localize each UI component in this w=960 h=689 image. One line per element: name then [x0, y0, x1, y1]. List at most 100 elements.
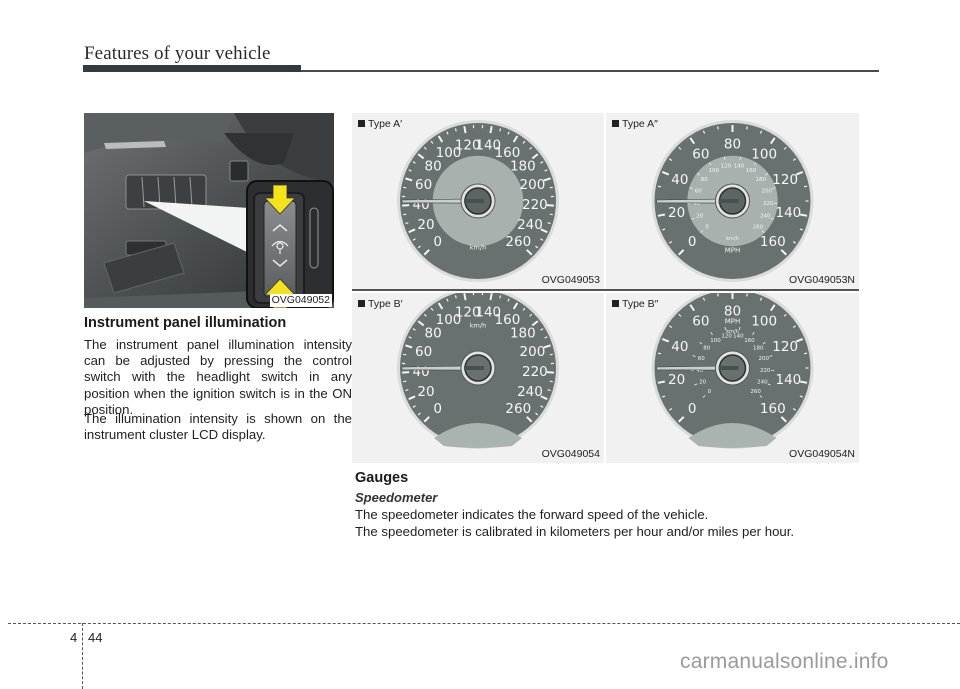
tick-label: 20 [668, 205, 685, 221]
tick-label: 140 [475, 138, 501, 154]
inner-tick [696, 173, 700, 176]
major-tick [540, 228, 548, 234]
minor-tick [547, 222, 551, 225]
minor-tick [547, 389, 551, 392]
tick-label: 180 [510, 326, 536, 342]
tick-label: 120 [455, 138, 481, 154]
tick-label: 160 [495, 145, 521, 161]
gauge-lcd-window [434, 423, 522, 448]
tick-label: 60 [692, 313, 709, 329]
tick-label: 20 [417, 217, 434, 233]
tick-label: 60 [415, 344, 432, 360]
tick-label: 240 [517, 217, 543, 233]
minor-tick [668, 241, 673, 244]
figure-code: OVG049053 [541, 274, 600, 286]
inner-tick [702, 395, 706, 398]
tick-label: 120 [772, 339, 798, 355]
chapter-number: 4 [70, 630, 78, 645]
tick-label: 120 [455, 305, 481, 321]
gauge-lcd-window [688, 423, 777, 448]
inner-tick [753, 162, 757, 166]
minor-tick [540, 161, 544, 164]
minor-tick [702, 297, 706, 301]
minor-tick [803, 185, 808, 188]
inner-tick-label: 260 [753, 224, 764, 230]
minor-tick [522, 140, 526, 144]
minor-tick [662, 228, 666, 231]
inner-unit-label: km/h [726, 329, 739, 335]
minor-tick [535, 245, 539, 249]
major-tick [463, 293, 467, 301]
major-tick [423, 416, 430, 423]
inner-tick [708, 162, 712, 166]
minor-tick [746, 126, 748, 130]
unit-label: MPH [725, 246, 741, 254]
tick-label: 160 [760, 401, 786, 417]
subheading-speedometer: Speedometer [355, 490, 438, 505]
tick-label: 100 [436, 145, 462, 161]
minor-tick [446, 131, 449, 135]
inner-tick [694, 383, 698, 386]
footer-divider [82, 623, 83, 689]
minor-tick [430, 307, 434, 311]
type-label: Type B′ [368, 298, 403, 310]
major-tick [437, 302, 444, 310]
tick-label: 260 [505, 234, 531, 250]
inner-tick-label: 240 [760, 214, 771, 220]
speedometer-text: The speedometer is calibrated in kilomet… [355, 524, 795, 539]
inner-tick [691, 217, 695, 220]
tick-label: 140 [475, 305, 501, 321]
panel-divider [352, 289, 859, 291]
tick-label: 0 [433, 401, 442, 417]
illumination-icon [271, 240, 289, 254]
tick-label: 240 [517, 384, 543, 400]
unit-label: km/h [470, 321, 486, 329]
inner-tick [692, 355, 696, 357]
inner-tick [770, 217, 774, 220]
tick-label: 0 [433, 234, 442, 250]
inner-tick [767, 383, 771, 386]
minor-tick [408, 169, 412, 172]
tick-label: 60 [692, 146, 709, 162]
tick-label: 0 [688, 401, 697, 417]
major-tick [657, 380, 666, 384]
tick-label: 160 [495, 312, 521, 328]
tick-label: 140 [776, 205, 802, 221]
major-tick [526, 416, 533, 423]
tick-label: 100 [436, 312, 462, 328]
tick-label: 20 [668, 372, 685, 388]
inner-tick-label: 100 [710, 338, 721, 344]
unit-label: km/h [470, 243, 486, 251]
major-tick [780, 416, 787, 423]
major-tick [795, 170, 804, 176]
major-tick [543, 177, 551, 182]
inner-tick-label: 20 [696, 214, 703, 220]
inner-tick-label: 60 [695, 188, 702, 194]
major-tick [526, 249, 533, 256]
minor-tick [544, 169, 548, 172]
minor-tick [430, 140, 434, 144]
major-tick [463, 126, 467, 134]
minor-tick [678, 146, 682, 150]
major-tick [423, 249, 430, 256]
major-tick [531, 153, 539, 160]
inner-tick-label: 180 [755, 177, 766, 183]
minor-tick [417, 245, 421, 249]
inner-tick-label: 40 [693, 201, 700, 207]
inner-tick [689, 187, 693, 189]
tick-label: 100 [751, 313, 777, 329]
minor-tick [702, 130, 706, 134]
inner-tick-label: 100 [709, 168, 720, 174]
minor-tick [535, 412, 539, 416]
minor-tick [540, 328, 544, 331]
dashboard-illustration [84, 113, 334, 308]
inner-tick-label: 60 [698, 356, 705, 362]
tick-label: 80 [425, 159, 442, 175]
bullet-square-icon [612, 120, 619, 127]
minor-tick [717, 293, 719, 297]
minor-tick [759, 297, 763, 301]
major-tick [678, 416, 685, 423]
minor-tick [544, 336, 548, 339]
